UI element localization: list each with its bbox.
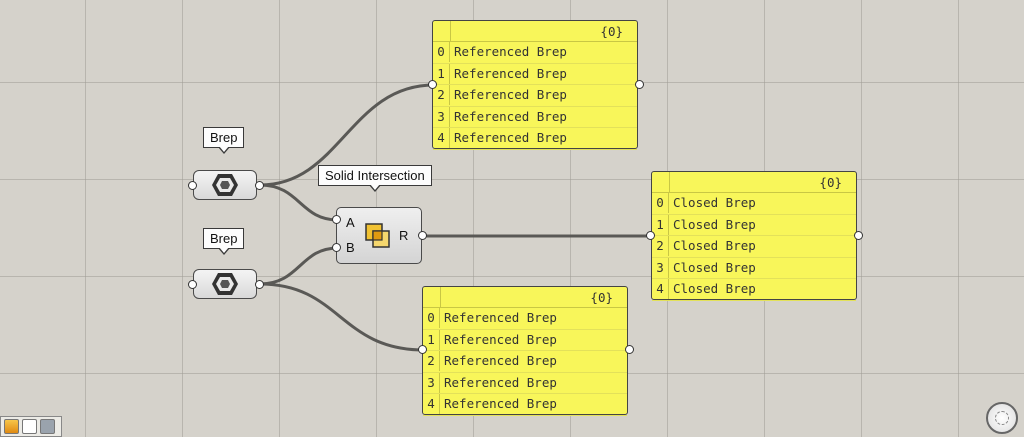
brep-param-1-output-grip[interactable] xyxy=(255,181,264,190)
wire-brep2-to-input-b xyxy=(258,246,340,286)
brep-param-label: Brep xyxy=(203,127,245,154)
wire-brep1-to-input-a xyxy=(258,183,340,222)
brep-hexagon-icon xyxy=(212,273,238,295)
output-r-label: R xyxy=(399,228,409,243)
navigation-compass-icon[interactable] xyxy=(986,402,1018,434)
brep-hexagon-icon xyxy=(212,174,238,196)
brep-param-1[interactable] xyxy=(193,170,257,200)
brep-param-label-text: Brep xyxy=(210,231,238,246)
brep-param-label-text: Brep xyxy=(210,130,238,145)
panel-path: {0} xyxy=(590,290,613,305)
canvas-toolbar xyxy=(0,416,62,437)
bottom-panel-input-grip[interactable] xyxy=(418,345,427,354)
result-panel-input-grip[interactable] xyxy=(646,231,655,240)
component-name-text: Solid Intersection xyxy=(325,168,425,183)
panel-path: {0} xyxy=(819,175,842,190)
solid-intersection-component[interactable]: A B R xyxy=(336,207,422,264)
result-panel-output-grip[interactable] xyxy=(854,231,863,240)
wire-brep1-to-top-panel xyxy=(258,83,436,187)
brep-param-2-output-grip[interactable] xyxy=(255,280,264,289)
panel-path: {0} xyxy=(600,24,623,39)
top-panel-output-grip[interactable] xyxy=(635,80,644,89)
panel-header: {0} xyxy=(423,287,627,308)
brep-param-label: Brep xyxy=(203,228,245,255)
output-r-grip[interactable] xyxy=(418,231,427,240)
wire-brep2-to-bottom-panel xyxy=(258,282,426,352)
input-a-grip[interactable] xyxy=(332,215,341,224)
brep-param-1-input-grip[interactable] xyxy=(188,181,197,190)
bottom-panel-output-grip[interactable] xyxy=(625,345,634,354)
input-b-grip[interactable] xyxy=(332,243,341,252)
panel-header: {0} xyxy=(433,21,637,42)
brep-param-2[interactable] xyxy=(193,269,257,299)
draw-icon[interactable] xyxy=(22,419,37,434)
panel-header: {0} xyxy=(652,172,856,193)
preview-mode-icon[interactable] xyxy=(4,419,19,434)
top-panel-input-grip[interactable] xyxy=(428,80,437,89)
brep-param-2-input-grip[interactable] xyxy=(188,280,197,289)
component-name-label: Solid Intersection xyxy=(318,165,432,192)
input-a-label: A xyxy=(346,215,355,230)
save-icon[interactable] xyxy=(40,419,55,434)
input-b-label: B xyxy=(346,240,355,255)
solid-intersection-icon xyxy=(365,223,390,248)
